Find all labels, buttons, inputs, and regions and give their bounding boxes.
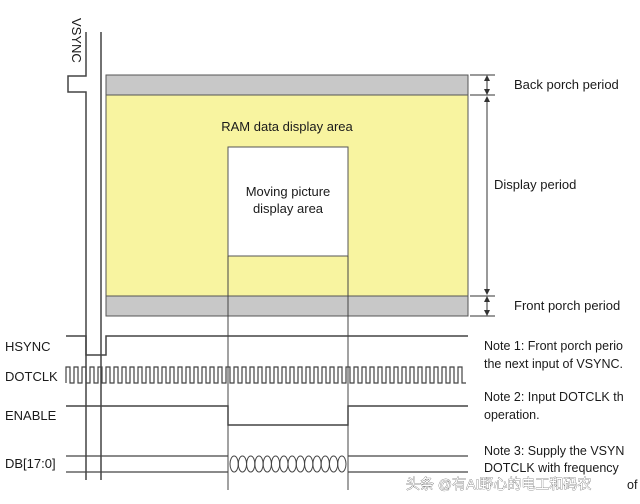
dotclk-waveform: [65, 366, 466, 384]
db-data-word: [337, 455, 347, 473]
dotclk-label: DOTCLK: [5, 369, 58, 384]
ram-area-label: RAM data display area: [221, 119, 353, 134]
note3-line3: of: [627, 478, 638, 492]
moving-picture-area: [227, 146, 349, 257]
front-porch-label: Front porch period: [514, 298, 620, 313]
note2-line1: Note 2: Input DOTCLK th: [484, 390, 624, 404]
note3-line1: Note 3: Supply the VSYN: [484, 444, 624, 458]
watermark: 头条 @有AI野心的电工和码农: [406, 476, 591, 492]
db-data-word: [328, 455, 339, 473]
front-porch-band: [105, 295, 469, 317]
db-data-word: [320, 455, 330, 473]
db-data-word: [237, 455, 248, 473]
note2-line2: operation.: [484, 408, 540, 422]
note3-line2: DOTCLK with frequency: [484, 461, 620, 475]
back-porch-arrowheads: [484, 75, 490, 95]
db-data-word: [246, 455, 256, 473]
db-data-word: [254, 455, 264, 473]
vsync-label: VSYNC: [69, 18, 84, 63]
note1-line2: the next input of VSYNC.: [484, 357, 623, 371]
db-data-word: [229, 455, 239, 473]
back-porch-band: [105, 74, 469, 96]
moving-picture-label-line2: display area: [253, 201, 324, 216]
db-data-word: [287, 455, 297, 473]
db-data-word: [312, 455, 322, 473]
back-porch-label: Back porch period: [514, 77, 619, 92]
front-porch-dimension: [470, 295, 495, 317]
display-period-label: Display period: [494, 177, 576, 192]
db-data-word: [262, 455, 272, 473]
db-data-word: [295, 455, 306, 473]
db-data-word: [279, 455, 289, 473]
hsync-label: HSYNC: [5, 339, 51, 354]
db-data-word: [270, 455, 281, 473]
db-data-eyes: [229, 455, 347, 473]
note1-line1: Note 1: Front porch perio: [484, 339, 623, 353]
enable-label: ENABLE: [5, 408, 57, 423]
moving-picture-label-line1: Moving picture: [246, 184, 331, 199]
db-data-word: [304, 455, 314, 473]
front-porch-arrowheads: [484, 296, 490, 316]
vsync-waveform: [67, 32, 87, 480]
back-porch-dimension: [470, 74, 495, 96]
enable-waveform: [66, 405, 468, 426]
hsync-waveform: [66, 335, 468, 356]
db-label: DB[17:0]: [5, 456, 56, 471]
